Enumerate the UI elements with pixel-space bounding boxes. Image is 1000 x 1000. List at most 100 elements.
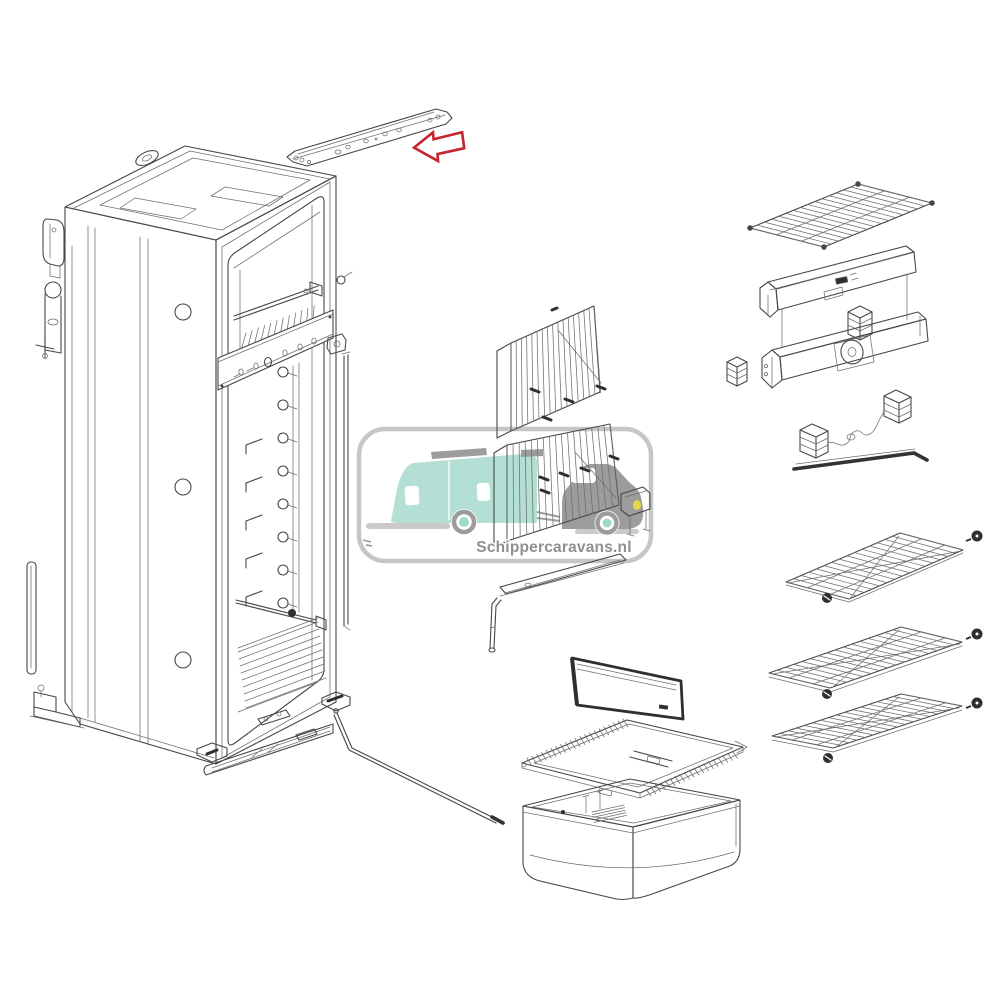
panel-label <box>658 704 669 710</box>
watermark-logo <box>356 426 654 564</box>
pillar-hole-3 <box>174 651 192 669</box>
right-clip-1 <box>965 530 983 542</box>
hanging-pins <box>781 273 908 348</box>
shelf-pegs <box>277 366 289 609</box>
band-slots <box>233 367 254 378</box>
car-wheel-hub <box>602 518 612 528</box>
bracket-plate <box>286 108 453 167</box>
terminal-body <box>847 305 873 341</box>
crisper-drawer <box>522 778 741 901</box>
watermark-text: Schippercaravans.nl <box>476 539 631 556</box>
watermark-frame <box>356 426 654 564</box>
interior-ceiling <box>233 211 321 349</box>
bottom-parts <box>196 691 505 825</box>
top-vent-slot-2 <box>210 186 284 207</box>
top-mounting-bracket <box>286 108 453 167</box>
bottom-edge-inner <box>79 717 215 759</box>
hinge-bracket-tab <box>49 223 61 279</box>
bottom-grill-lines <box>237 621 327 709</box>
harness-cable <box>827 411 885 446</box>
shelf-front-lip <box>771 709 963 753</box>
fins <box>510 305 601 432</box>
caravan-wheel-hub <box>459 517 469 527</box>
shelf-clips <box>965 530 983 709</box>
flue-tube-tip <box>490 815 505 825</box>
drawer-detail-lines <box>522 803 741 869</box>
panel-end-cap <box>761 349 783 389</box>
wire-bracket-frame <box>620 486 651 517</box>
interior-right-rail <box>292 204 313 681</box>
top-hinge-cylinder <box>135 150 159 166</box>
fin-mount-pins <box>538 454 620 495</box>
left-hinge-brackets <box>26 218 85 729</box>
shelf-wires <box>771 693 963 749</box>
trim-rod <box>343 354 349 627</box>
ladder-hooks <box>245 438 263 598</box>
cover-handle <box>629 750 673 768</box>
shelf-cross-rails <box>775 190 911 242</box>
hinge-pin-cross <box>35 337 55 359</box>
top-hinge-pin <box>141 154 153 162</box>
terminal-block-b <box>847 305 873 341</box>
wiring-harness <box>799 389 912 459</box>
wire-shelf-1 <box>785 532 964 603</box>
drawer-wall-left <box>522 805 634 901</box>
drawer-vent-grid <box>591 804 627 823</box>
top-vent-slot-1 <box>119 197 197 220</box>
front-frame-midline <box>221 181 331 759</box>
panel-edge <box>570 657 579 706</box>
shelf-rails <box>787 535 962 598</box>
side-panel-seams <box>71 225 149 746</box>
shelf-rails <box>771 629 961 688</box>
tray-channel <box>499 553 627 595</box>
caravan-window-front <box>404 485 420 506</box>
drawer-posts <box>582 789 604 814</box>
drip-tray <box>488 553 627 653</box>
floor-bracket-right-slot <box>326 694 344 703</box>
ground-shadow-left <box>366 523 450 529</box>
pillar-hole-2 <box>174 478 192 496</box>
wire-shelf-top <box>747 181 935 250</box>
hinge-hook-eye <box>44 281 62 299</box>
pillar-hole-1 <box>174 303 192 321</box>
coil-line <box>574 451 617 499</box>
screw <box>336 275 346 285</box>
wire-shelf-3 <box>771 693 963 763</box>
fridge-cabinet <box>64 145 337 765</box>
retainer-clip <box>257 709 291 726</box>
shelf-front-lip <box>785 552 964 603</box>
flue-tube-lines <box>333 712 499 824</box>
shelf-rails <box>774 696 960 748</box>
fin-pack-outline <box>510 305 601 432</box>
shelf-frame <box>749 183 933 248</box>
panel-end-cap <box>759 281 779 318</box>
caravan-body <box>391 453 537 523</box>
shelf-peg-stems <box>287 372 298 608</box>
fin-pack-end <box>496 342 512 439</box>
sealing-strip <box>792 448 929 471</box>
caravan-window-rear <box>476 482 491 502</box>
rail-bracket <box>295 728 318 741</box>
band-large-hole <box>263 356 273 368</box>
evaporator-fins-large <box>493 423 620 549</box>
caravan-roof-rail-2 <box>521 449 543 457</box>
cover-inner-rim <box>533 723 734 788</box>
top-inset-panel <box>99 157 311 231</box>
drain-tube <box>489 597 502 649</box>
right-clip-2 <box>965 628 983 640</box>
small-bracket <box>326 333 347 355</box>
coil-line <box>557 329 602 384</box>
car-headlight <box>633 500 641 510</box>
caravan-roof-rail <box>431 448 487 459</box>
hitch-bar <box>536 511 561 522</box>
side-trim-rod <box>326 271 353 631</box>
control-panel-upper <box>759 245 917 348</box>
floor-bracket-right <box>321 691 351 712</box>
flue-tube-top <box>333 708 339 714</box>
freezer-door-panel <box>570 656 685 721</box>
right-clip-3 <box>965 697 983 709</box>
crisper-cover-shelf <box>521 718 748 799</box>
mid-band-edges <box>217 313 334 387</box>
connector-left <box>799 423 829 459</box>
